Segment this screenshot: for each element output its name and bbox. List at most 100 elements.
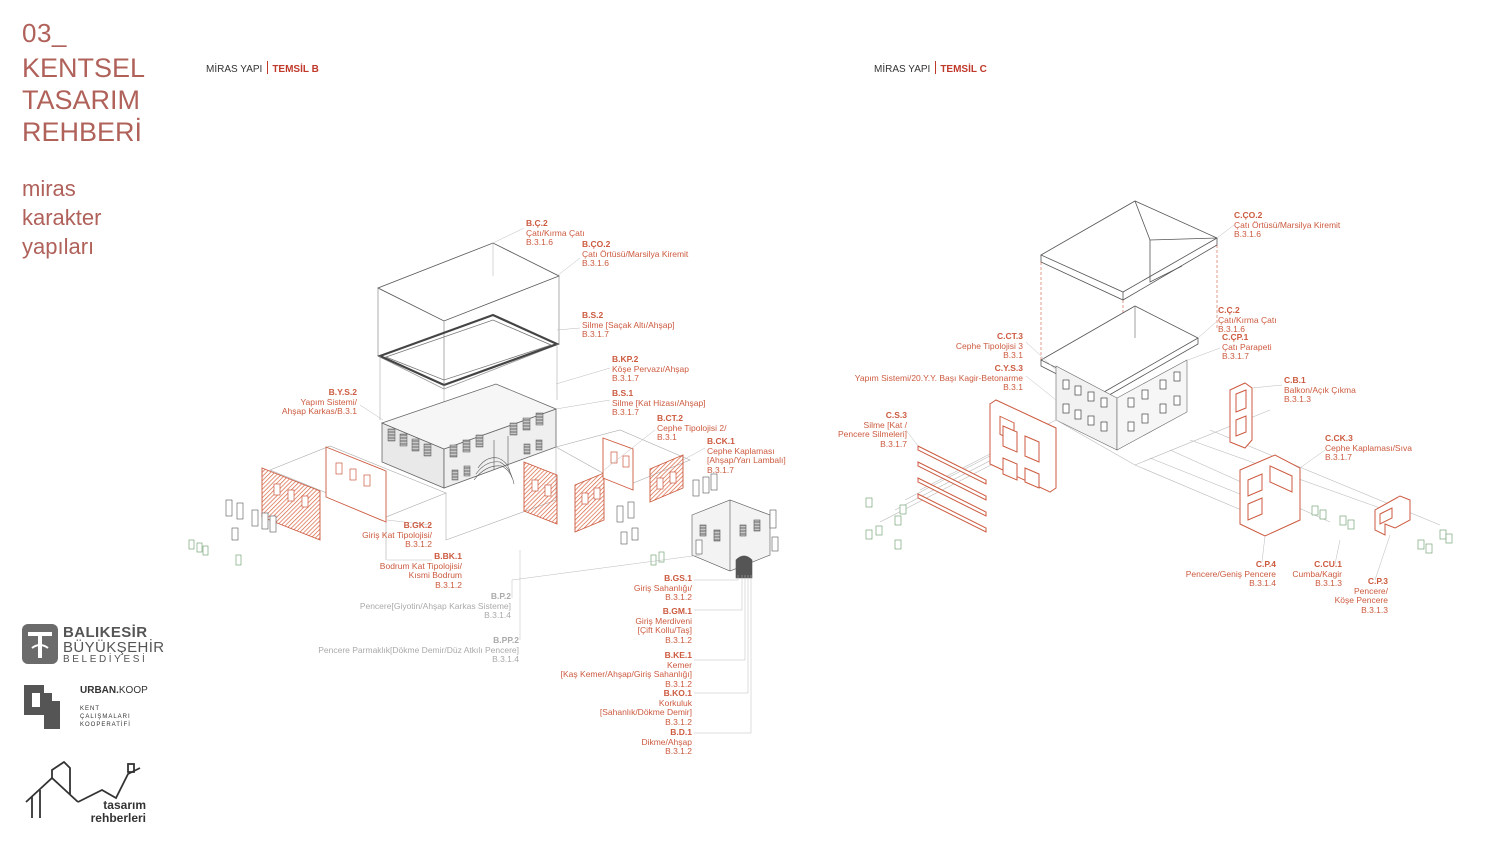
label-code: B.D.1 [670, 727, 692, 737]
urban-koop-sub-line: ÇALIŞMALARI [80, 714, 131, 720]
label-b-gk2: B.GK.2 Giriş Kat Tipolojisi/ B.3.1.2 [362, 520, 432, 550]
label-line: Çatı Parapeti [1222, 341, 1272, 352]
label-line: [Ahşap/Yarı Lambalı] [707, 455, 786, 465]
label-code: C.S.3 [885, 410, 907, 420]
label-line: Pencere/ [1353, 585, 1388, 596]
label-code: B.ÇO.2 [582, 239, 611, 249]
label-line: Balkon/Açık Çıkma [1284, 384, 1356, 395]
label-line: Bodrum Kat Tipolojisi/ [379, 560, 462, 571]
label-c-ck3: C.CK.3 Cephe Kaplaması/Sıva B.3.1.7 [1325, 433, 1412, 463]
label-code: B.Ç.2 [526, 218, 548, 228]
label-line: Cephe Kaplaması [707, 445, 775, 456]
label-code: B.KP.2 [612, 354, 639, 364]
label-line: B.3.1.6 [1234, 229, 1261, 239]
section-number: 03_ [22, 18, 67, 48]
label-code: B.GK.2 [403, 520, 432, 530]
urban-koop-sub-line: KOOPERATİFİ [80, 722, 131, 728]
label-code: C.ÇP.1 [1222, 332, 1249, 342]
label-line: B.3.1.2 [665, 746, 692, 756]
label-line: Dikme/Ahşap [641, 736, 692, 747]
label-code: B.S.2 [582, 310, 604, 320]
tasarim-line2: rehberleri [90, 811, 146, 825]
label-b-ck1: B.CK.1 Cephe Kaplaması [Ahşap/Yarı Lamba… [707, 436, 786, 475]
label-b-s2: B.S.2 Silme [Saçak Altı/Ahşap] B.3.1.7 [582, 310, 675, 340]
label-line: B.3.1.2 [435, 579, 462, 590]
section-subtitle: miras karakter yapıları [22, 174, 182, 261]
label-line: Yapım Sistemi/ [300, 396, 357, 407]
label-line: B.3.1.7 [612, 373, 639, 383]
label-line: B.3.1.2 [405, 539, 432, 549]
label-b-ko1: B.KO.1 Korkuluk [Sahanlık/Dökme Demir] B… [600, 688, 692, 727]
label-c-cu1: C.CU.1 Cumba/Kagir B.3.1.3 [1292, 559, 1342, 589]
label-c-p3: C.P.3 Pencere/ Köşe Pencere B.3.1.3 [1334, 576, 1388, 615]
balikesir-emblem-icon [22, 624, 58, 664]
leader-lines-c [905, 224, 1391, 581]
label-b-p2: B.P.2 Pencere[Giyotin/Ahşap Karkas Siste… [360, 591, 511, 621]
label-line: Cephe Tipolojisi 3 [955, 340, 1023, 351]
label-c-ys3: C.Y.S.3 Yapım Sistemi/20.Y.Y. Başı Kagir… [855, 363, 1023, 393]
label-line: Cephe Tipolojisi 2/ [657, 422, 727, 433]
label-line: B.3.1.2 [665, 592, 692, 602]
label-code: C.P.4 [1255, 559, 1276, 569]
label-line: B.3.1.7 [880, 438, 907, 449]
section-subtitle-line: karakter [22, 205, 102, 230]
main-building-b [380, 383, 558, 489]
label-code: B.KO.1 [663, 688, 692, 698]
label-line: Kısmi Bodrum [408, 570, 462, 580]
label-line: Giriş Sahanlığı/ [633, 582, 692, 593]
urban-koop-sub-line: KENT [80, 706, 101, 712]
label-c-s3: C.S.3 Silme [Kat / Pencere Silmeleri] B.… [838, 410, 907, 449]
label-line: Çatı/Kırma Çatı [1218, 314, 1277, 325]
urban-koop-mark-icon [24, 685, 60, 729]
roof-c [1040, 200, 1218, 301]
label-code: C.CT.3 [997, 331, 1023, 341]
label-line: Silme [Kat Hizası/Ahşap] [612, 397, 706, 408]
label-line: B.3.1.3 [1315, 578, 1342, 588]
label-line: B.3.1.3 [1284, 394, 1311, 404]
label-b-ke1: B.KE.1 Kemer [Kaş Kemer/Ahşap/Giriş Saha… [560, 650, 692, 689]
label-line: Cephe Kaplaması/Sıva [1325, 442, 1412, 453]
panel-c-name: TEMSİL C [940, 64, 987, 75]
facade-elements-c [917, 382, 1411, 537]
label-code: C.CK.3 [1325, 433, 1353, 443]
label-line: B.3.1.7 [1222, 351, 1249, 361]
label-line: [Kaş Kemer/Ahşap/Giriş Sahanlığı] [560, 669, 692, 679]
section-subtitle-line: yapıları [22, 234, 95, 259]
label-line: B.3.1.3 [1361, 604, 1388, 615]
label-c-c2: C.Ç.2 Çatı/Kırma Çatı B.3.1.6 [1218, 305, 1277, 335]
label-line: B.3.1.6 [582, 258, 609, 268]
label-c-ct3: C.CT.3 Cephe Tipolojisi 3 B.3.1 [955, 331, 1023, 361]
section-subtitle-line: miras [22, 176, 76, 201]
label-line: B.3.1.4 [1249, 578, 1276, 588]
label-line: B.3.1.4 [484, 610, 511, 620]
section-title-line: KENTSEL [22, 53, 146, 83]
label-code: C.CU.1 [1314, 559, 1342, 569]
label-b-d1: B.D.1 Dikme/Ahşap B.3.1.2 [641, 727, 692, 757]
header-divider [267, 61, 269, 74]
label-b-bk1: B.BK.1 Bodrum Kat Tipolojisi/ Kısmi Bodr… [379, 551, 462, 590]
label-code: C.B.1 [1284, 375, 1306, 385]
label-line: B.3.1.7 [582, 329, 609, 339]
label-line: B.3.1.7 [707, 464, 734, 475]
label-line: B.3.1.6 [526, 237, 553, 247]
window-details-b [225, 473, 779, 555]
ground-outline-c [879, 409, 1441, 526]
label-line: Köşe Pencere [1334, 595, 1388, 605]
label-c-cp1: C.ÇP.1 Çatı Parapeti B.3.1.7 [1222, 332, 1272, 362]
label-code: B.Y.S.2 [328, 387, 357, 397]
main-building-c [1055, 359, 1188, 451]
label-line: B.3.1.7 [612, 407, 639, 417]
label-line: Çatı Örtüsü/Marsilya Kiremit [582, 248, 689, 259]
label-line: Pencere Parmaklık[Dökme Demir/Düz Atkılı… [318, 644, 519, 655]
label-code: B.BK.1 [434, 551, 462, 561]
header-divider [935, 61, 937, 74]
balikesir-line2: BÜYÜKŞEHİR [63, 639, 165, 656]
label-b-co2: B.ÇO.2 Çatı Örtüsü/Marsilya Kiremit B.3.… [582, 239, 689, 269]
temsil-c-drawing [865, 200, 1453, 581]
label-c-b1: C.B.1 Balkon/Açık Çıkma B.3.1.3 [1284, 375, 1356, 405]
label-line: Silme [Kat / [863, 419, 907, 430]
label-line: Silme [Saçak Altı/Ahşap] [582, 319, 675, 330]
